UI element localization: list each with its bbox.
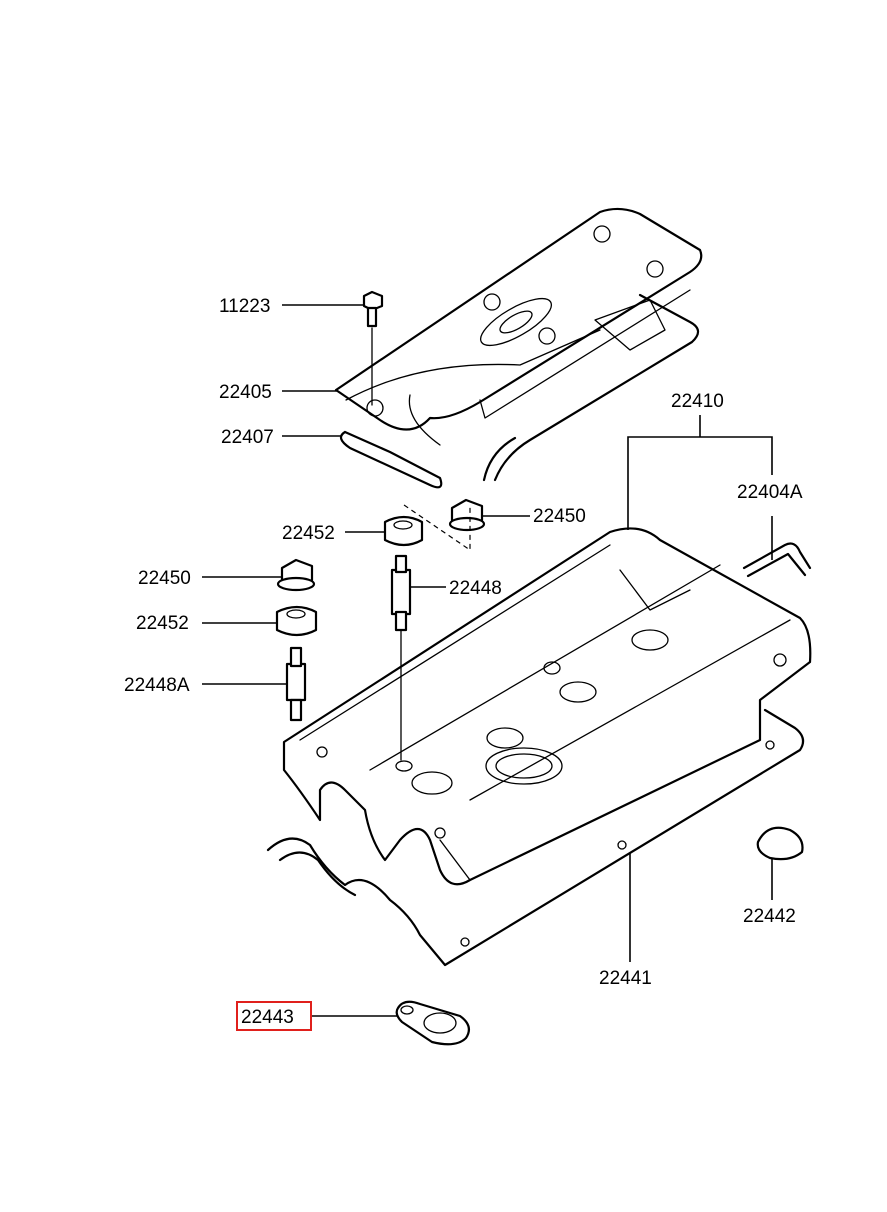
spark-plug-seal-22443: [395, 1000, 471, 1046]
valve-cover-gasket-22441: [266, 708, 805, 967]
engine-cover-22405: [334, 207, 703, 446]
leader-lines: [202, 304, 773, 1017]
nut-22450-left: [276, 558, 316, 592]
grommet-22452-top: [383, 515, 424, 547]
grommet-22452-left: [275, 605, 318, 637]
label-22405[interactable]: 22405: [219, 382, 272, 403]
label-22450-top[interactable]: 22450: [533, 506, 586, 527]
dashed-guide-top: [403, 504, 471, 552]
label-22442[interactable]: 22442: [743, 906, 796, 927]
label-22448[interactable]: 22448: [449, 578, 502, 599]
label-22452-top[interactable]: 22452: [282, 523, 335, 544]
breather-pipe-22404A: [742, 542, 812, 578]
stud-22448A: [285, 646, 307, 722]
label-22443[interactable]: 22443: [241, 1007, 294, 1028]
nut-22450-top: [448, 498, 486, 532]
label-22407[interactable]: 22407: [221, 427, 274, 448]
label-11223[interactable]: 11223: [219, 296, 270, 317]
label-22410[interactable]: 22410: [671, 391, 724, 412]
label-22441[interactable]: 22441: [599, 968, 652, 989]
half-moon-cap-22442: [756, 826, 804, 861]
stud-22448: [390, 554, 413, 772]
label-22448A[interactable]: 22448A: [124, 675, 190, 696]
label-22404A[interactable]: 22404A: [737, 482, 803, 503]
highlight-box-22443: [236, 1001, 312, 1031]
label-22452-left[interactable]: 22452: [136, 613, 189, 634]
bolt-11223: [362, 290, 384, 406]
label-22450-left[interactable]: 22450: [138, 568, 191, 589]
cover-gasket-22407: [339, 293, 700, 489]
valve-cover-22410: [282, 527, 812, 886]
